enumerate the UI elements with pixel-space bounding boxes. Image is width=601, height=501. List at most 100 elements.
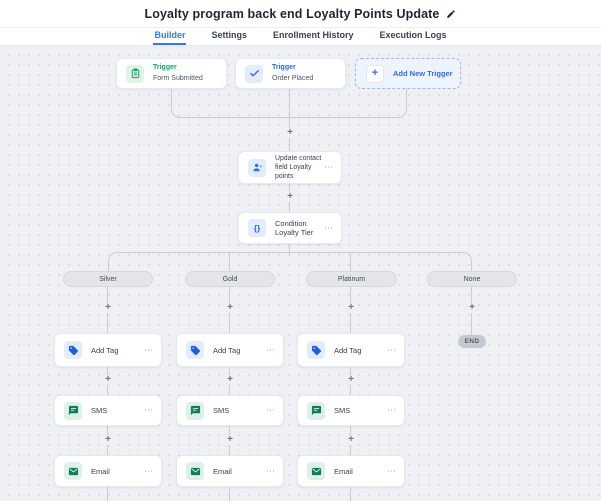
step-label: Email	[334, 466, 353, 476]
add-step-button[interactable]: +	[285, 128, 295, 138]
email-envelope-icon	[307, 462, 325, 480]
plus-glyph: +	[348, 434, 354, 445]
step-node-email[interactable]: Email ⋯	[54, 455, 162, 487]
branch-pill-gold: Gold	[185, 271, 275, 287]
tag-icon	[186, 341, 204, 359]
tab-execution-logs[interactable]: Execution Logs	[379, 30, 447, 40]
add-step-button[interactable]: +	[103, 303, 113, 313]
connector-line	[229, 287, 231, 501]
node-menu-button[interactable]: ⋯	[144, 405, 153, 415]
plus-glyph: +	[348, 374, 354, 385]
step-node-sms[interactable]: SMS ⋯	[54, 395, 162, 426]
form-clipboard-icon	[126, 64, 144, 83]
add-step-button[interactable]: +	[285, 192, 295, 202]
plus-glyph: +	[227, 302, 233, 313]
plus-glyph: +	[105, 302, 111, 313]
add-step-button[interactable]: +	[346, 435, 356, 445]
plus-glyph: +	[469, 302, 475, 313]
add-step-button[interactable]: +	[225, 435, 235, 445]
header: Loyalty program back end Loyalty Points …	[0, 0, 601, 28]
step-node-email[interactable]: Email ⋯	[297, 455, 405, 487]
step-label: SMS	[334, 406, 351, 415]
email-envelope-icon	[64, 462, 82, 480]
add-new-trigger-button[interactable]: + Add New Trigger	[355, 58, 461, 89]
email-envelope-icon	[186, 462, 204, 480]
node-menu-button[interactable]: ⋯	[266, 344, 275, 355]
trigger-node-order-placed[interactable]: Trigger Order Placed	[235, 58, 346, 89]
node-menu-button[interactable]: ⋯	[144, 465, 153, 476]
connector-line	[350, 252, 352, 271]
step-node-condition-loyalty-tier[interactable]: {} Condition Loyalty Tier ⋯	[238, 212, 342, 244]
node-menu-button[interactable]: ⋯	[324, 222, 333, 233]
step-node-update-contact-field[interactable]: Update contact field Loyalty points ⋯	[238, 151, 342, 184]
connector-line	[290, 89, 407, 118]
node-menu-button[interactable]: ⋯	[266, 405, 275, 415]
plus-glyph: +	[105, 374, 111, 385]
branch-pill-silver: Silver	[63, 271, 153, 287]
node-menu-button[interactable]: ⋯	[387, 344, 396, 355]
trigger-text: Trigger Form Submitted	[153, 63, 203, 83]
add-new-trigger-label: Add New Trigger	[393, 69, 453, 78]
plus-glyph: +	[348, 302, 354, 313]
braces-icon: {}	[248, 219, 266, 237]
plus-glyph: +	[227, 374, 233, 385]
plus-glyph: +	[105, 434, 111, 445]
add-step-button[interactable]: +	[346, 303, 356, 313]
plus-icon: +	[366, 64, 384, 83]
node-menu-button[interactable]: ⋯	[144, 344, 153, 355]
node-menu-button[interactable]: ⋯	[324, 162, 333, 172]
check-icon	[245, 64, 263, 83]
plus-glyph: +	[371, 67, 379, 79]
step-node-sms[interactable]: SMS ⋯	[176, 395, 284, 426]
trigger-category: Trigger	[272, 64, 296, 72]
end-badge: END	[458, 335, 486, 348]
add-step-button[interactable]: +	[225, 303, 235, 313]
connector-line	[107, 287, 109, 501]
step-node-email[interactable]: Email ⋯	[176, 455, 284, 487]
tag-icon	[64, 341, 82, 359]
edit-title-button[interactable]	[446, 9, 456, 19]
node-menu-button[interactable]: ⋯	[266, 465, 275, 476]
plus-glyph: +	[287, 191, 293, 202]
tab-builder[interactable]: Builder	[153, 31, 187, 45]
step-label: Update contact field Loyalty points	[275, 154, 322, 181]
add-step-button[interactable]: +	[103, 375, 113, 385]
step-label: Condition Loyalty Tier	[275, 219, 314, 237]
connector-line	[289, 89, 291, 118]
trigger-label: Order Placed	[272, 74, 314, 82]
add-step-button[interactable]: +	[225, 375, 235, 385]
connector-line	[290, 252, 472, 271]
node-menu-button[interactable]: ⋯	[387, 405, 396, 415]
step-node-add-tag[interactable]: Add Tag ⋯	[297, 333, 405, 367]
connector-line	[289, 244, 291, 254]
plus-glyph: +	[287, 127, 293, 138]
braces-glyph: {}	[253, 222, 261, 233]
add-step-button[interactable]: +	[103, 435, 113, 445]
add-step-button[interactable]: +	[346, 375, 356, 385]
user-edit-icon	[248, 158, 266, 177]
add-step-button[interactable]: +	[467, 303, 477, 313]
connector-line	[108, 252, 290, 271]
page-title: Loyalty program back end Loyalty Points …	[144, 6, 440, 21]
step-node-add-tag[interactable]: Add Tag ⋯	[54, 333, 162, 367]
trigger-label: Form Submitted	[153, 74, 203, 82]
connector-line	[171, 89, 290, 118]
sms-chat-icon	[64, 401, 82, 420]
step-node-sms[interactable]: SMS ⋯	[297, 395, 405, 426]
trigger-node-form-submitted[interactable]: Trigger Form Submitted	[116, 58, 227, 89]
tab-bar: Builder Settings Enrollment History Exec…	[0, 28, 601, 46]
tag-icon	[307, 341, 325, 359]
plus-glyph: +	[227, 434, 233, 445]
step-label: Add Tag	[213, 345, 241, 355]
step-label: SMS	[91, 406, 108, 415]
connector-line	[229, 252, 231, 271]
tab-enrollment-history[interactable]: Enrollment History	[273, 30, 354, 40]
trigger-text: Trigger Order Placed	[272, 63, 313, 83]
step-node-add-tag[interactable]: Add Tag ⋯	[176, 333, 284, 367]
step-label: Email	[213, 466, 232, 476]
node-menu-button[interactable]: ⋯	[387, 465, 396, 476]
tab-settings[interactable]: Settings	[211, 30, 247, 40]
workflow-canvas[interactable]: Trigger Form Submitted Trigger Order Pla…	[0, 46, 601, 501]
trigger-category: Trigger	[153, 64, 177, 72]
